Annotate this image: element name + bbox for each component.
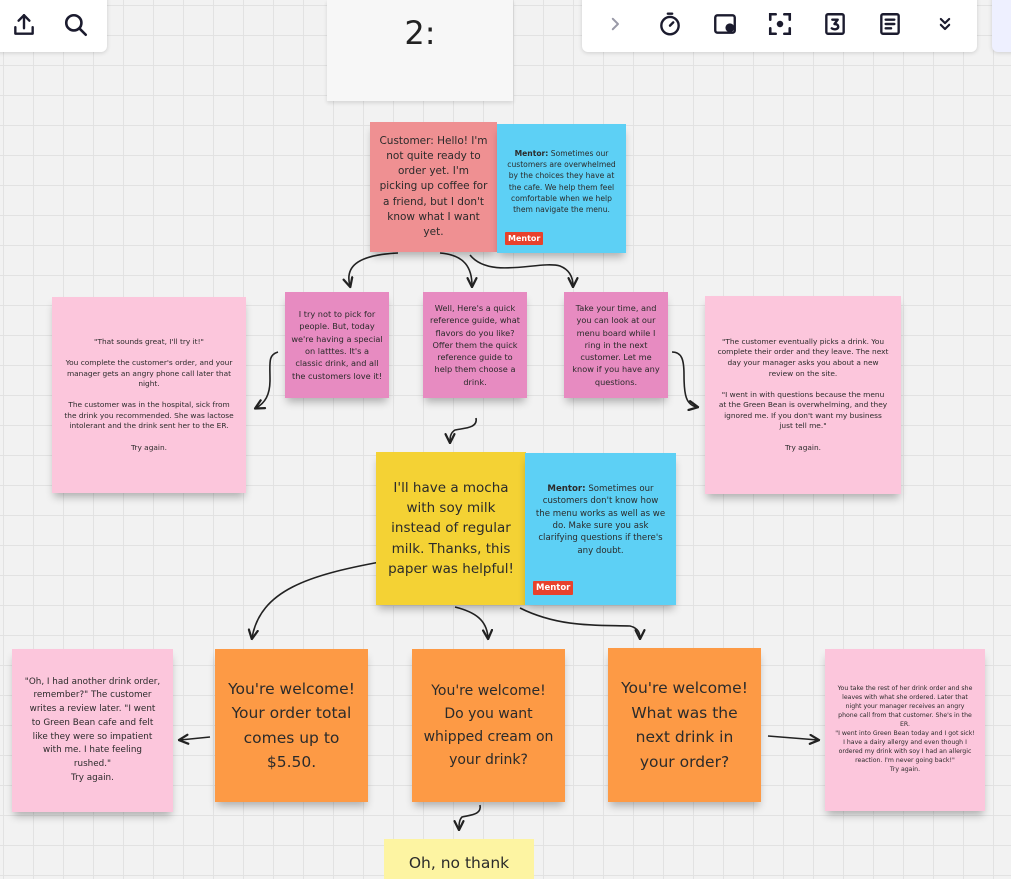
timer-icon[interactable] — [654, 8, 686, 40]
chevron-double-down-icon[interactable] — [929, 8, 961, 40]
mentor-note-2[interactable]: Mentor: Sometimes our customers don't kn… — [525, 453, 676, 605]
order-total-note[interactable]: You're welcome! Your order total comes u… — [215, 649, 368, 802]
next-drink-note[interactable]: You're welcome! What was the next drink … — [608, 648, 761, 802]
arrow — [247, 561, 381, 641]
arrow — [253, 351, 279, 410]
customer-hello-note[interactable]: Customer: Hello! I'm not quite ready to … — [370, 122, 497, 252]
search-icon[interactable] — [60, 9, 92, 41]
export-icon[interactable] — [8, 9, 40, 41]
frame-title-card[interactable]: 2: — [327, 0, 513, 101]
arrow — [671, 351, 700, 412]
toolbar-left — [0, 0, 107, 52]
result-bottom-left-note[interactable]: "Oh, I had another drink order, remember… — [12, 649, 173, 812]
mentor-label: Mentor: — [514, 148, 549, 158]
toolbar-right — [582, 0, 977, 52]
countdown-icon[interactable] — [819, 8, 851, 40]
mentor-tag: Mentor — [505, 232, 544, 245]
mentor-tag: Mentor — [533, 581, 574, 595]
card-icon[interactable] — [709, 8, 741, 40]
notes-icon[interactable] — [874, 8, 906, 40]
result-bottom-right-note[interactable]: You take the rest of her drink order and… — [825, 649, 985, 811]
no-thanks-note[interactable]: Oh, no thank — [384, 839, 534, 879]
arrow — [342, 252, 399, 289]
result-left-note[interactable]: "That sounds great, I'll try it!" You co… — [52, 297, 246, 493]
whipped-cream-note[interactable]: You're welcome! Do you want whipped crea… — [412, 649, 565, 802]
arrow — [453, 804, 481, 832]
mentor-note-1[interactable]: Mentor: Sometimes our customers are over… — [497, 124, 626, 253]
arrow — [454, 606, 494, 641]
option-time-note[interactable]: Take your time, and you can look at our … — [564, 292, 668, 398]
arrow — [444, 417, 477, 445]
arrow — [767, 733, 821, 745]
arrow — [469, 254, 579, 289]
frame-title: 2: — [404, 14, 436, 52]
mocha-note[interactable]: I'll have a mocha with soy milk instead … — [376, 452, 526, 605]
mentor-label: Mentor: — [547, 483, 586, 494]
option-guide-note[interactable]: Well, Here's a quick reference guide, wh… — [423, 292, 527, 398]
arrow — [439, 252, 478, 289]
option-special-note[interactable]: I try not to pick for people. But, today… — [285, 292, 389, 398]
focus-icon[interactable] — [764, 8, 796, 40]
toolbar-edge — [992, 0, 1011, 52]
chevron-right-icon[interactable] — [599, 8, 631, 40]
arrow — [177, 733, 211, 745]
result-right-note[interactable]: "The customer eventually picks a drink. … — [705, 296, 901, 494]
arrow — [519, 607, 646, 641]
